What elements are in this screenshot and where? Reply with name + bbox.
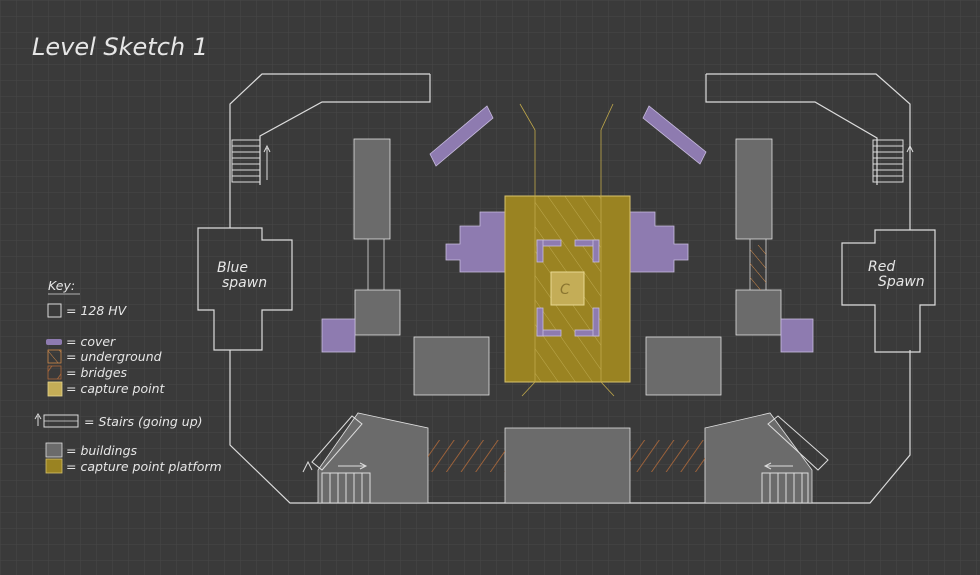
red-spawn-room xyxy=(841,229,936,353)
cover xyxy=(321,318,356,353)
stairs-top-right xyxy=(872,139,914,183)
building xyxy=(735,289,782,336)
cover xyxy=(780,318,814,353)
legend-unit-swatch xyxy=(47,303,62,318)
capture-point-platform-group: C xyxy=(504,103,631,397)
capture-point xyxy=(550,271,585,306)
legend-buildings-swatch xyxy=(45,442,63,458)
red-spawn-label-2: Spawn xyxy=(878,274,925,290)
cover xyxy=(629,211,689,273)
building xyxy=(645,336,722,396)
legend-cover-label: = cover xyxy=(66,334,116,349)
legend-stairs-swatch xyxy=(34,413,79,428)
legend-platform-swatch xyxy=(45,458,63,474)
legend-platform-label: = capture point platform xyxy=(66,459,222,474)
underground-passage xyxy=(750,245,766,290)
cover xyxy=(642,105,707,165)
legend-cover-swatch xyxy=(46,339,62,345)
building xyxy=(354,289,401,336)
cover-pieces xyxy=(321,105,814,353)
legend-stairs-label: = Stairs (going up) xyxy=(84,414,203,429)
building xyxy=(735,138,773,240)
bridge-right xyxy=(630,440,705,472)
legend-bridges-label: = bridges xyxy=(66,365,128,380)
legend-capture-point-swatch xyxy=(47,381,63,397)
legend-heading: Key: xyxy=(48,278,75,293)
legend-unit-label: = 128 HV xyxy=(66,303,128,318)
legend: Key: = 128 HV = cover = underground = br… xyxy=(34,278,222,474)
building xyxy=(413,336,490,396)
blue-spawn-room xyxy=(197,227,293,351)
legend-underground-label: = underground xyxy=(66,349,162,364)
legend-buildings-label: = buildings xyxy=(66,443,138,458)
building xyxy=(353,138,391,240)
stairs-top-left xyxy=(231,139,271,183)
cover xyxy=(429,105,494,167)
stairs-bottom-left xyxy=(302,415,371,504)
red-spawn-label-1: Red xyxy=(868,259,895,275)
legend-bridges-swatch xyxy=(47,365,62,380)
bridge-left xyxy=(428,440,505,472)
blue-spawn-label-1: Blue xyxy=(217,260,248,276)
building xyxy=(504,427,631,504)
legend-underground-swatch xyxy=(47,349,62,364)
stairs-bottom-right xyxy=(761,415,829,504)
capture-point-brackets xyxy=(536,239,600,337)
capture-point-marker: C xyxy=(560,282,570,298)
sketch-title: Level Sketch 1 xyxy=(32,33,208,61)
blue-spawn-label-2: spawn xyxy=(222,275,267,291)
legend-capture-point-label: = capture point xyxy=(66,381,166,396)
